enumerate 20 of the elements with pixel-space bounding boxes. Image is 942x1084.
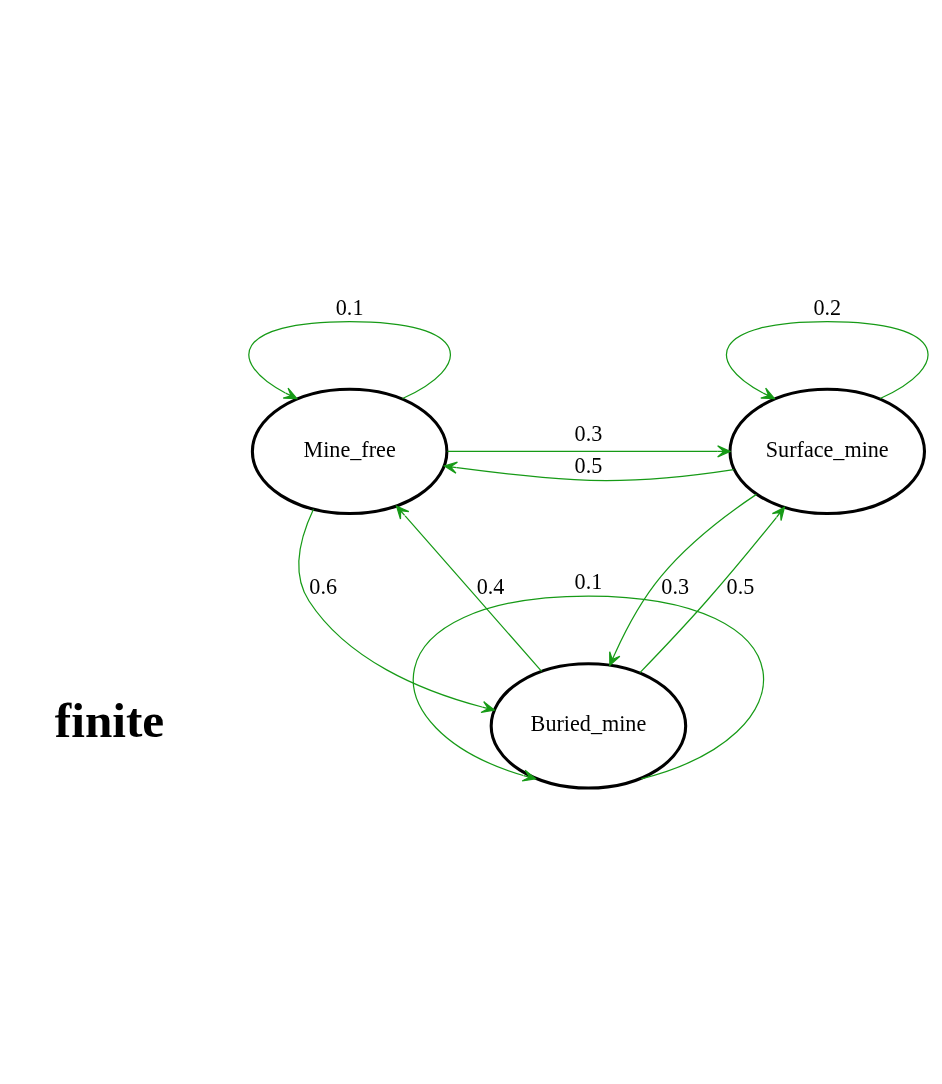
arrow	[395, 504, 543, 672]
arrow	[609, 493, 758, 666]
edge-label: 0.4	[476, 573, 505, 599]
arrow	[248, 320, 451, 399]
edge-label: 0.3	[574, 420, 603, 446]
edge-label: 0.5	[726, 573, 755, 599]
edge-label: 0.1	[574, 568, 603, 594]
arrow	[443, 461, 735, 481]
edge-label: 0.6	[309, 573, 338, 599]
arrow	[639, 506, 786, 673]
edge-label: 0.2	[813, 294, 842, 320]
arrow	[446, 444, 731, 458]
edge-label: 0.1	[335, 294, 364, 320]
label: finite	[54, 692, 165, 748]
arrow	[413, 594, 764, 782]
arrow	[298, 508, 495, 713]
edge-label: 0.5	[574, 452, 603, 478]
edge-label: 0.3	[661, 573, 690, 599]
arrow	[725, 320, 929, 399]
node-ellipse: Buried_mine	[489, 661, 688, 790]
